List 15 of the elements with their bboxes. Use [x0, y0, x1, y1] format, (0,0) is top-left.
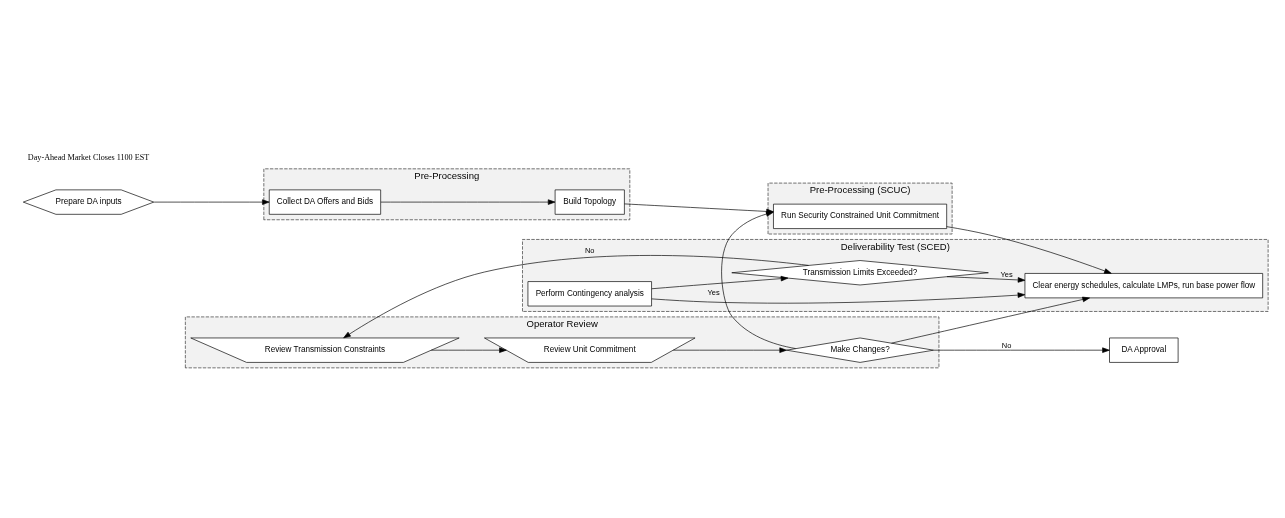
- edge-label: Yes: [707, 287, 720, 297]
- arrow: [651, 291, 1026, 304]
- arrow: [933, 346, 1110, 353]
- arrow: [153, 198, 270, 205]
- arrow: [673, 346, 787, 353]
- arrow: [946, 225, 1112, 274]
- arrow: [651, 275, 789, 289]
- edge-label: No: [584, 245, 595, 255]
- arrow: [343, 254, 809, 338]
- arrow: [380, 198, 556, 205]
- arrow: [430, 346, 507, 353]
- edge-label: Yes: [1000, 269, 1013, 279]
- arrow: [891, 296, 1090, 343]
- edge-label: No: [1001, 340, 1012, 350]
- arrow: [946, 275, 1026, 283]
